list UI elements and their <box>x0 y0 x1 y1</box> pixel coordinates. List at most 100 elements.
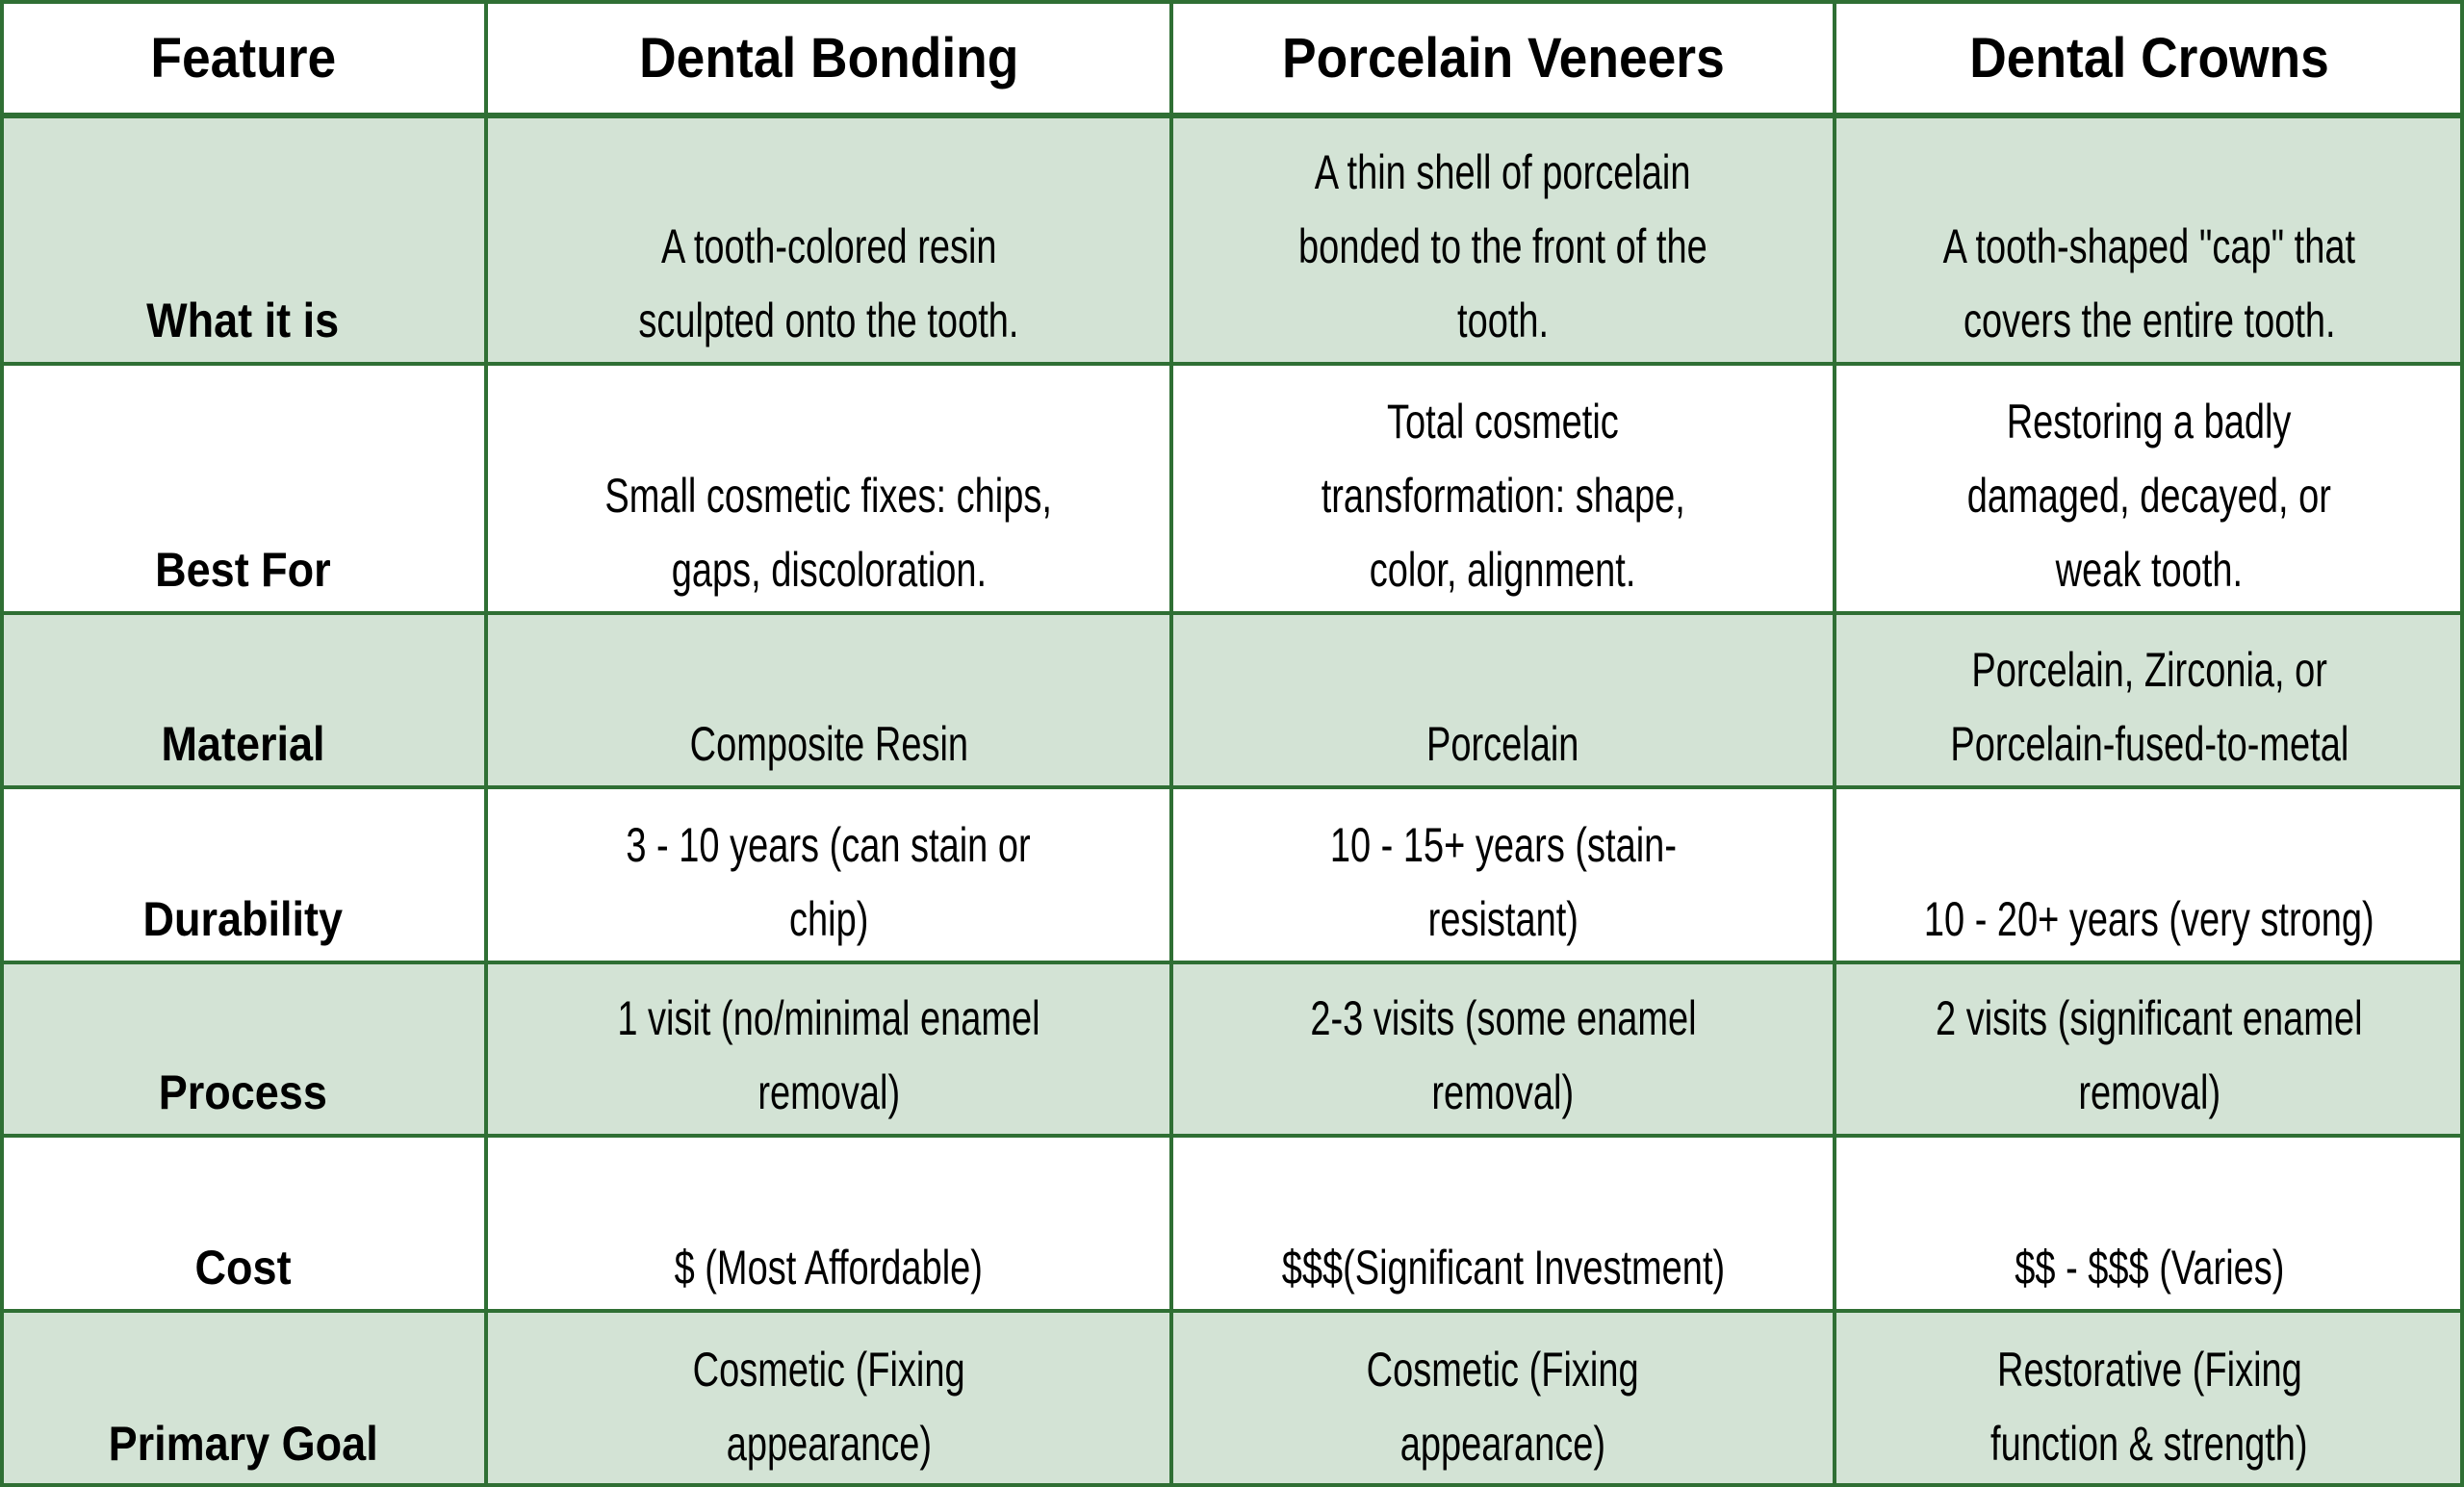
cell-text-line: sculpted onto the tooth. <box>638 294 1019 347</box>
row-label-cell: Material <box>0 613 486 787</box>
cell-text-line: Total cosmetic <box>1387 395 1619 449</box>
row-label: Primary Goal <box>108 1417 378 1471</box>
row-label-cell: What it is <box>0 115 486 364</box>
cell-text-line: 2 visits (significant enamel <box>1936 991 2363 1045</box>
row-label-cell: Primary Goal <box>0 1311 486 1487</box>
cell-text-line: Composite Resin <box>689 717 968 771</box>
row-label-cell: Process <box>0 962 486 1136</box>
table-cell-dental-crowns: Porcelain, Zirconia, or Porcelain-fused-t… <box>1835 613 2464 787</box>
cell-text-line: covers the entire tooth. <box>1963 294 2336 347</box>
header-cell-dental-crowns: Dental Crowns <box>1835 0 2464 115</box>
cell-text-line: transformation: shape, <box>1321 469 1685 523</box>
cell-text-line: color, alignment. <box>1370 543 1636 597</box>
table-cell-porcelain-veneers: 10 - 15+ years (stain-resistant) <box>1171 787 1835 962</box>
header-cell-dental-bonding: Dental Bonding <box>486 0 1171 115</box>
table-cell-dental-bonding: A tooth-colored resin sculpted onto the t… <box>486 115 1171 364</box>
column-divider <box>1169 0 1173 1487</box>
cell-text-line: gaps, discoloration. <box>671 543 987 597</box>
cell-text-line: Porcelain-fused-to-metal <box>1950 717 2348 771</box>
table-cell-dental-bonding: $ (Most Affordable) <box>486 1136 1171 1311</box>
column-divider <box>1833 0 1836 1487</box>
cell-text-line: bonded to the front of the <box>1298 219 1707 273</box>
row-divider <box>0 0 2464 4</box>
cell-text-line: 1 visit (no/minimal enamel <box>617 991 1040 1045</box>
cell-text-line: A tooth-shaped "cap" that <box>1942 219 2356 273</box>
table-cell-porcelain-veneers: 2-3 visits (some enamel removal) <box>1171 962 1835 1136</box>
table-cell-dental-bonding: 1 visit (no/minimal enamel removal) <box>486 962 1171 1136</box>
row-label: Best For <box>155 543 331 597</box>
cell-text-line: $$ - $$$ (Varies) <box>2014 1241 2285 1295</box>
cell-text-line: 10 - 20+ years (very strong) <box>1924 892 2374 946</box>
cell-text-line: Cosmetic (Fixing <box>692 1343 965 1397</box>
table-cell-dental-crowns: Restorative (Fixing function & strength) <box>1835 1311 2464 1487</box>
table-cell-porcelain-veneers: A thin shell of porcelain bonded to the f… <box>1171 115 1835 364</box>
cell-text-line: damaged, decayed, or <box>1966 469 2332 523</box>
table-cell-dental-bonding: Composite Resin <box>486 613 1171 787</box>
cell-text-line: Cosmetic (Fixing <box>1367 1343 1639 1397</box>
table-cell-porcelain-veneers: $$$(Significant Investment) <box>1171 1136 1835 1311</box>
column-divider <box>484 0 488 1487</box>
row-label-cell: Durability <box>0 787 486 962</box>
table-cell-dental-bonding: Cosmetic (Fixing appearance) <box>486 1311 1171 1487</box>
table-cell-porcelain-veneers: Porcelain <box>1171 613 1835 787</box>
cell-text-line: Small cosmetic fixes: chips, <box>604 469 1053 523</box>
cell-text-line: A tooth-colored resin <box>660 219 997 273</box>
cell-text-line: 2-3 visits (some enamel <box>1309 991 1697 1045</box>
header-label: Dental Crowns <box>1969 27 2329 90</box>
row-divider <box>0 1483 2464 1487</box>
cell-text-line: 3 - 10 years (can stain or <box>626 818 1032 872</box>
table-row-best-for: Best For Small cosmetic fixes: chips, gaps… <box>0 364 2464 613</box>
table-cell-dental-crowns: $$ - $$$ (Varies) <box>1835 1136 2464 1311</box>
header-row: Feature Dental Bonding Porcelain Veneers De… <box>0 0 2464 115</box>
header-cell-porcelain-veneers: Porcelain Veneers <box>1171 0 1835 115</box>
row-label: Cost <box>194 1241 292 1295</box>
cell-text-line: tooth. <box>1456 294 1550 347</box>
cell-text-line: appearance) <box>726 1417 932 1471</box>
header-label: Dental Bonding <box>638 27 1019 90</box>
row-divider <box>0 785 2464 789</box>
cell-text-line: Porcelain <box>1426 717 1579 771</box>
cell-text-line: Restoring a badly <box>2007 395 2292 449</box>
cell-text-line: $ (Most Affordable) <box>674 1241 984 1295</box>
table-row-material: Material Composite Resin Porcelain Porcelai… <box>0 613 2464 787</box>
table-cell-dental-crowns: 10 - 20+ years (very strong) <box>1835 787 2464 962</box>
table-row-process: Process 1 visit (no/minimal enamel removal… <box>0 962 2464 1136</box>
row-divider <box>0 113 2464 118</box>
cell-text-line: removal) <box>1431 1065 1575 1119</box>
row-label: What it is <box>146 294 340 347</box>
cell-text-line: Porcelain, Zirconia, or <box>1971 643 2327 697</box>
row-divider <box>0 611 2464 615</box>
header-label: Porcelain Veneers <box>1281 27 1725 90</box>
table-cell-dental-crowns: A tooth-shaped "cap" that covers the enti… <box>1835 115 2464 364</box>
column-divider <box>0 0 4 1487</box>
header-label: Feature <box>150 27 336 90</box>
cell-text-line: weak tooth. <box>2055 543 2244 597</box>
table-cell-dental-bonding: Small cosmetic fixes: chips, gaps, discol… <box>486 364 1171 613</box>
row-divider <box>0 1309 2464 1313</box>
row-label-cell: Best For <box>0 364 486 613</box>
row-label: Material <box>161 717 325 771</box>
cell-text-line: function & strength) <box>1990 1417 2308 1471</box>
table-cell-porcelain-veneers: Cosmetic (Fixing appearance) <box>1171 1311 1835 1487</box>
cell-text-line: resistant) <box>1427 892 1578 946</box>
header-cell-feature: Feature <box>0 0 486 115</box>
column-divider <box>2460 0 2464 1487</box>
cell-text-line: A thin shell of porcelain <box>1315 145 1691 199</box>
cell-text-line: removal) <box>757 1065 900 1119</box>
cell-text-line: appearance) <box>1399 1417 1606 1471</box>
cell-text-line: 10 - 15+ years (stain- <box>1329 818 1677 872</box>
row-divider <box>0 362 2464 366</box>
table-row-what-it-is: What it is A tooth-colored resin sculpted … <box>0 115 2464 364</box>
table-cell-porcelain-veneers: Total cosmetic transformation: shape, colo… <box>1171 364 1835 613</box>
row-label: Process <box>158 1065 328 1119</box>
table-row-cost: Cost $ (Most Affordable) $$$(Significant I… <box>0 1136 2464 1311</box>
cell-text-line: $$$(Significant Investment) <box>1281 1241 1725 1295</box>
row-label: Durability <box>142 892 344 946</box>
row-divider <box>0 961 2464 964</box>
cell-text-line: Restorative (Fixing <box>1996 1343 2302 1397</box>
